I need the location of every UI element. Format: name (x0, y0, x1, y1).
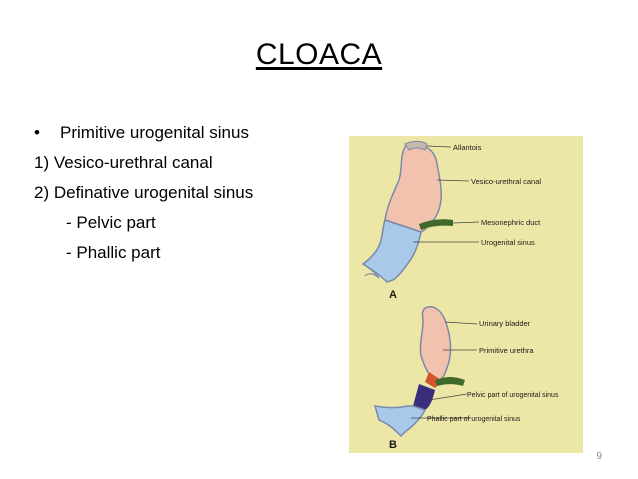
bullet-text: 1) Vesico-urethral canal (34, 153, 213, 172)
leader-line (436, 179, 470, 182)
bullet-text: - Phallic part (66, 243, 161, 262)
leader-line (428, 393, 468, 401)
leader-line (426, 145, 452, 148)
pelvic-part-shape (413, 384, 435, 410)
mesonephric-duct-shape (435, 377, 465, 386)
bullet-text: - Pelvic part (66, 213, 156, 232)
panel-a-letter: A (389, 289, 397, 301)
label-urinary-bladder: Urinary bladder (479, 319, 531, 328)
label-allantois: Allantois (453, 143, 482, 152)
label-vesico-urethral-canal: Vesico-urethral canal (471, 177, 541, 186)
bullet-marker: • (34, 123, 40, 142)
allantois-shape (404, 140, 428, 151)
bullet-item: • Primitive urogenital sinus (34, 118, 253, 148)
bullet-text: Primitive urogenital sinus (60, 123, 249, 142)
cloaca-diagram: Allantois Vesico-urethral canal Mesoneph… (361, 140, 559, 451)
bullet-item: 1) Vesico-urethral canal (34, 148, 253, 178)
vesico-urethral-canal-shape (384, 142, 442, 233)
urinary-bladder-shape (419, 306, 452, 384)
cloaca-figure: Allantois Vesico-urethral canal Mesoneph… (349, 136, 583, 453)
mesonephric-duct-shape (419, 219, 453, 230)
label-mesonephric-duct: Mesonephric duct (481, 218, 541, 227)
bullet-item: - Pelvic part (34, 208, 253, 238)
urogenital-sinus-shape (361, 219, 422, 283)
page-number: 9 (596, 451, 602, 462)
label-pelvic-part: Pelvic part of urogenital sinus (467, 392, 559, 399)
bullet-item: - Phallic part (34, 238, 253, 268)
slide-title: CLOACA (255, 38, 383, 71)
leader-line (452, 221, 480, 224)
label-urogenital-sinus: Urogenital sinus (481, 238, 535, 247)
bullet-text: 2) Definative urogenital sinus (34, 183, 254, 202)
leader-line (444, 321, 478, 325)
label-phallic-part: Phallic part of urogenital sinus (427, 416, 521, 423)
phallic-part-shape (373, 405, 427, 438)
phallus-outline (362, 263, 380, 279)
panel-b-letter: B (389, 439, 397, 451)
label-primitive-urethra: Primitive urethra (479, 346, 534, 355)
bullet-item: 2) Definative urogenital sinus (34, 178, 253, 208)
bullet-list: • Primitive urogenital sinus 1) Vesico-ur… (34, 118, 253, 268)
panel-b: Urinary bladder Primitive urethra Pelvic… (373, 306, 559, 451)
panel-a: Allantois Vesico-urethral canal Mesoneph… (361, 140, 541, 301)
